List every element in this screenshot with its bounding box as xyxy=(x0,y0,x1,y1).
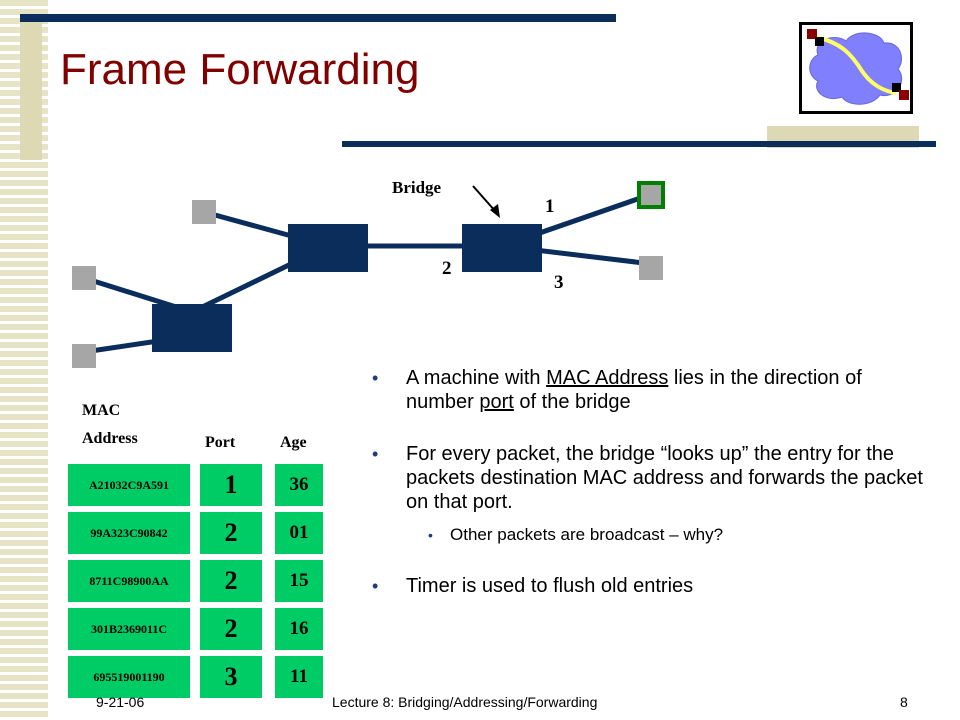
switch-node xyxy=(288,224,368,272)
port-term: port xyxy=(479,391,514,413)
mac-cell: 695519001190 xyxy=(68,656,190,698)
arrow-head-icon xyxy=(490,204,500,218)
port-cell: 3 xyxy=(200,656,262,698)
sub-bullet-item: • Other packets are broadcast – why? xyxy=(428,525,724,544)
age-cell: 16 xyxy=(275,608,323,650)
table-header-port: Port xyxy=(205,434,236,451)
bullet-item: • A machine with MAC Address lies in the… xyxy=(372,367,862,413)
highlighted-host-node xyxy=(637,181,665,209)
age-cell: 15 xyxy=(275,560,323,602)
table-header-address: Address xyxy=(82,430,138,447)
table-header-age: Age xyxy=(280,434,307,451)
host-node xyxy=(192,200,216,224)
mac-cell: 8711C98900AA xyxy=(68,560,190,602)
cloud-icon xyxy=(807,29,909,105)
port-label-3: 3 xyxy=(554,272,564,293)
age-cell: 36 xyxy=(275,464,323,506)
switch-node xyxy=(152,304,232,352)
footer-date: 9-21-06 xyxy=(96,694,145,710)
port-cell: 1 xyxy=(200,464,262,506)
bullet-dot-icon: • xyxy=(372,444,379,464)
slide-title: Frame Forwarding xyxy=(60,45,420,94)
mac-address-term: MAC Address xyxy=(546,367,669,389)
port-label-1: 1 xyxy=(545,196,555,217)
bullet-dot-icon: • xyxy=(372,576,379,596)
table-header-mac: MAC xyxy=(82,402,121,419)
decorative-block xyxy=(20,22,42,160)
top-rule xyxy=(20,14,616,22)
bridge-pointer-arrow xyxy=(472,185,497,213)
host-node xyxy=(72,344,96,368)
port-cell: 2 xyxy=(200,512,262,554)
bullet-dot-icon: • xyxy=(372,368,379,388)
port-cell: 2 xyxy=(200,560,262,602)
bullet-dot-icon: • xyxy=(428,527,433,543)
host-node xyxy=(639,256,663,280)
bridge-node xyxy=(462,224,542,272)
footer-lecture-title: Lecture 8: Bridging/Addressing/Forwardin… xyxy=(332,694,598,710)
footer-page-number: 8 xyxy=(900,694,908,710)
host-node xyxy=(72,266,96,290)
bullet-list: • A machine with MAC Address lies in the… xyxy=(366,366,926,620)
network-cloud-logo xyxy=(799,22,913,114)
mac-cell: 99A323C90842 xyxy=(68,512,190,554)
bullet-item: • For every packet, the bridge “looks up… xyxy=(372,443,923,513)
mac-cell: 301B2369011C xyxy=(68,608,190,650)
bridge-label: Bridge xyxy=(392,178,442,197)
port-label-2: 2 xyxy=(442,258,452,279)
age-cell: 11 xyxy=(275,656,323,698)
port-cell: 2 xyxy=(200,608,262,650)
title-rule xyxy=(342,141,936,147)
bullet-item: • Timer is used to flush old entries xyxy=(372,575,694,597)
mac-cell: A21032C9A591 xyxy=(68,464,190,506)
age-cell: 01 xyxy=(275,512,323,554)
